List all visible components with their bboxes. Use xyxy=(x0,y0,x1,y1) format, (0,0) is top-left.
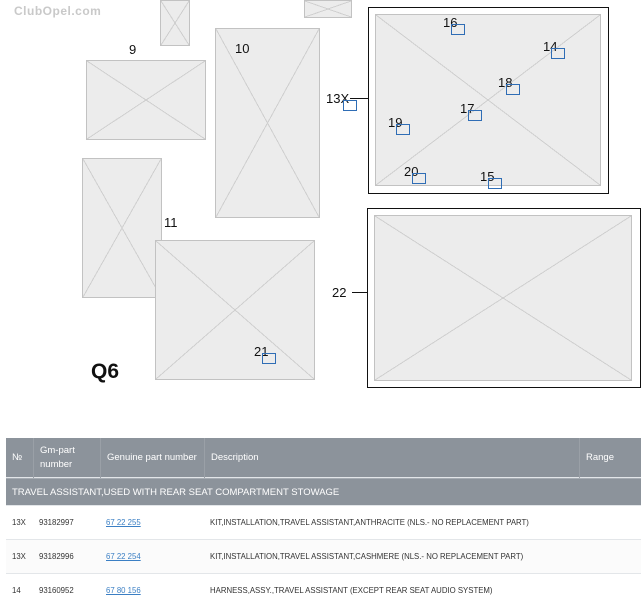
detail-13x-image xyxy=(375,14,601,186)
genuine-part-link[interactable]: 67 22 254 xyxy=(106,552,141,561)
callout-17: 17 xyxy=(460,102,483,121)
table-row: 13X 93182997 67 22 255 KIT,INSTALLATION,… xyxy=(6,506,641,540)
row-no: 13X xyxy=(12,552,26,561)
callout-9: 9 xyxy=(129,42,137,57)
row-genuine-part-link[interactable]: 67 22 255 xyxy=(100,518,204,527)
part-21-image xyxy=(155,240,315,380)
callout-16: 16 xyxy=(443,16,466,35)
callout-22: 22 xyxy=(332,285,347,300)
callout-15: 15 xyxy=(480,170,503,189)
callout-19: 19 xyxy=(388,116,411,135)
detail-frame-22 xyxy=(367,208,641,388)
row-description: HARNESS,ASSY.,TRAVEL ASSISTANT (EXCEPT R… xyxy=(210,586,493,595)
row-genuine-part-link[interactable]: 67 80 156 xyxy=(100,586,204,595)
header-description: Description xyxy=(204,437,579,478)
cable-plug-image xyxy=(160,0,190,46)
model-code: Q6 xyxy=(91,360,120,383)
callout-10: 10 xyxy=(235,41,250,56)
header-range: Range xyxy=(579,437,641,478)
genuine-part-link[interactable]: 67 80 156 xyxy=(106,586,141,595)
row-gm-part-number: 93160952 xyxy=(39,586,74,595)
row-gm-part-number: 93182996 xyxy=(39,552,74,561)
genuine-part-link[interactable]: 67 22 255 xyxy=(106,518,141,527)
detail-frame-13x xyxy=(368,7,609,194)
part-10-image xyxy=(215,28,320,218)
callout-11: 11 xyxy=(164,215,178,230)
part-9-image xyxy=(86,60,206,140)
parts-diagram: ClubOpel.com 9 10 11 21 Q6 13X 16 14 18 … xyxy=(14,0,641,388)
table-row: 14 93160952 67 80 156 HARNESS,ASSY.,TRAV… xyxy=(6,574,641,607)
parts-table: № Gm-part number Genuine part number Des… xyxy=(6,437,641,607)
detail-22-image xyxy=(374,215,632,381)
table-row: 13X 93182996 67 22 254 KIT,INSTALLATION,… xyxy=(6,540,641,574)
leader-13x xyxy=(350,98,368,99)
callout-18: 18 xyxy=(498,76,521,95)
table-header: № Gm-part number Genuine part number Des… xyxy=(6,437,641,478)
row-no: 13X xyxy=(12,518,26,527)
callout-21: 21 xyxy=(254,345,277,364)
watermark: ClubOpel.com xyxy=(14,4,102,18)
row-no: 14 xyxy=(12,586,21,595)
leader-22 xyxy=(352,292,367,293)
row-gm-part-number: 93182997 xyxy=(39,518,74,527)
callout-14: 14 xyxy=(543,40,566,59)
callout-13x: 13X xyxy=(326,92,358,111)
callout-20: 20 xyxy=(404,165,427,184)
header-no: № xyxy=(12,451,23,463)
row-genuine-part-link[interactable]: 67 22 254 xyxy=(100,552,204,561)
header-gm-part-number: Gm-part number xyxy=(33,437,100,478)
mesh-net-image xyxy=(304,0,352,18)
row-description: KIT,INSTALLATION,TRAVEL ASSISTANT,CASHME… xyxy=(210,552,524,561)
row-description: KIT,INSTALLATION,TRAVEL ASSISTANT,ANTHRA… xyxy=(210,518,529,527)
section-header: TRAVEL ASSISTANT,USED WITH REAR SEAT COM… xyxy=(6,478,641,506)
part-11-image xyxy=(82,158,162,298)
header-genuine-part-number: Genuine part number xyxy=(100,437,204,478)
